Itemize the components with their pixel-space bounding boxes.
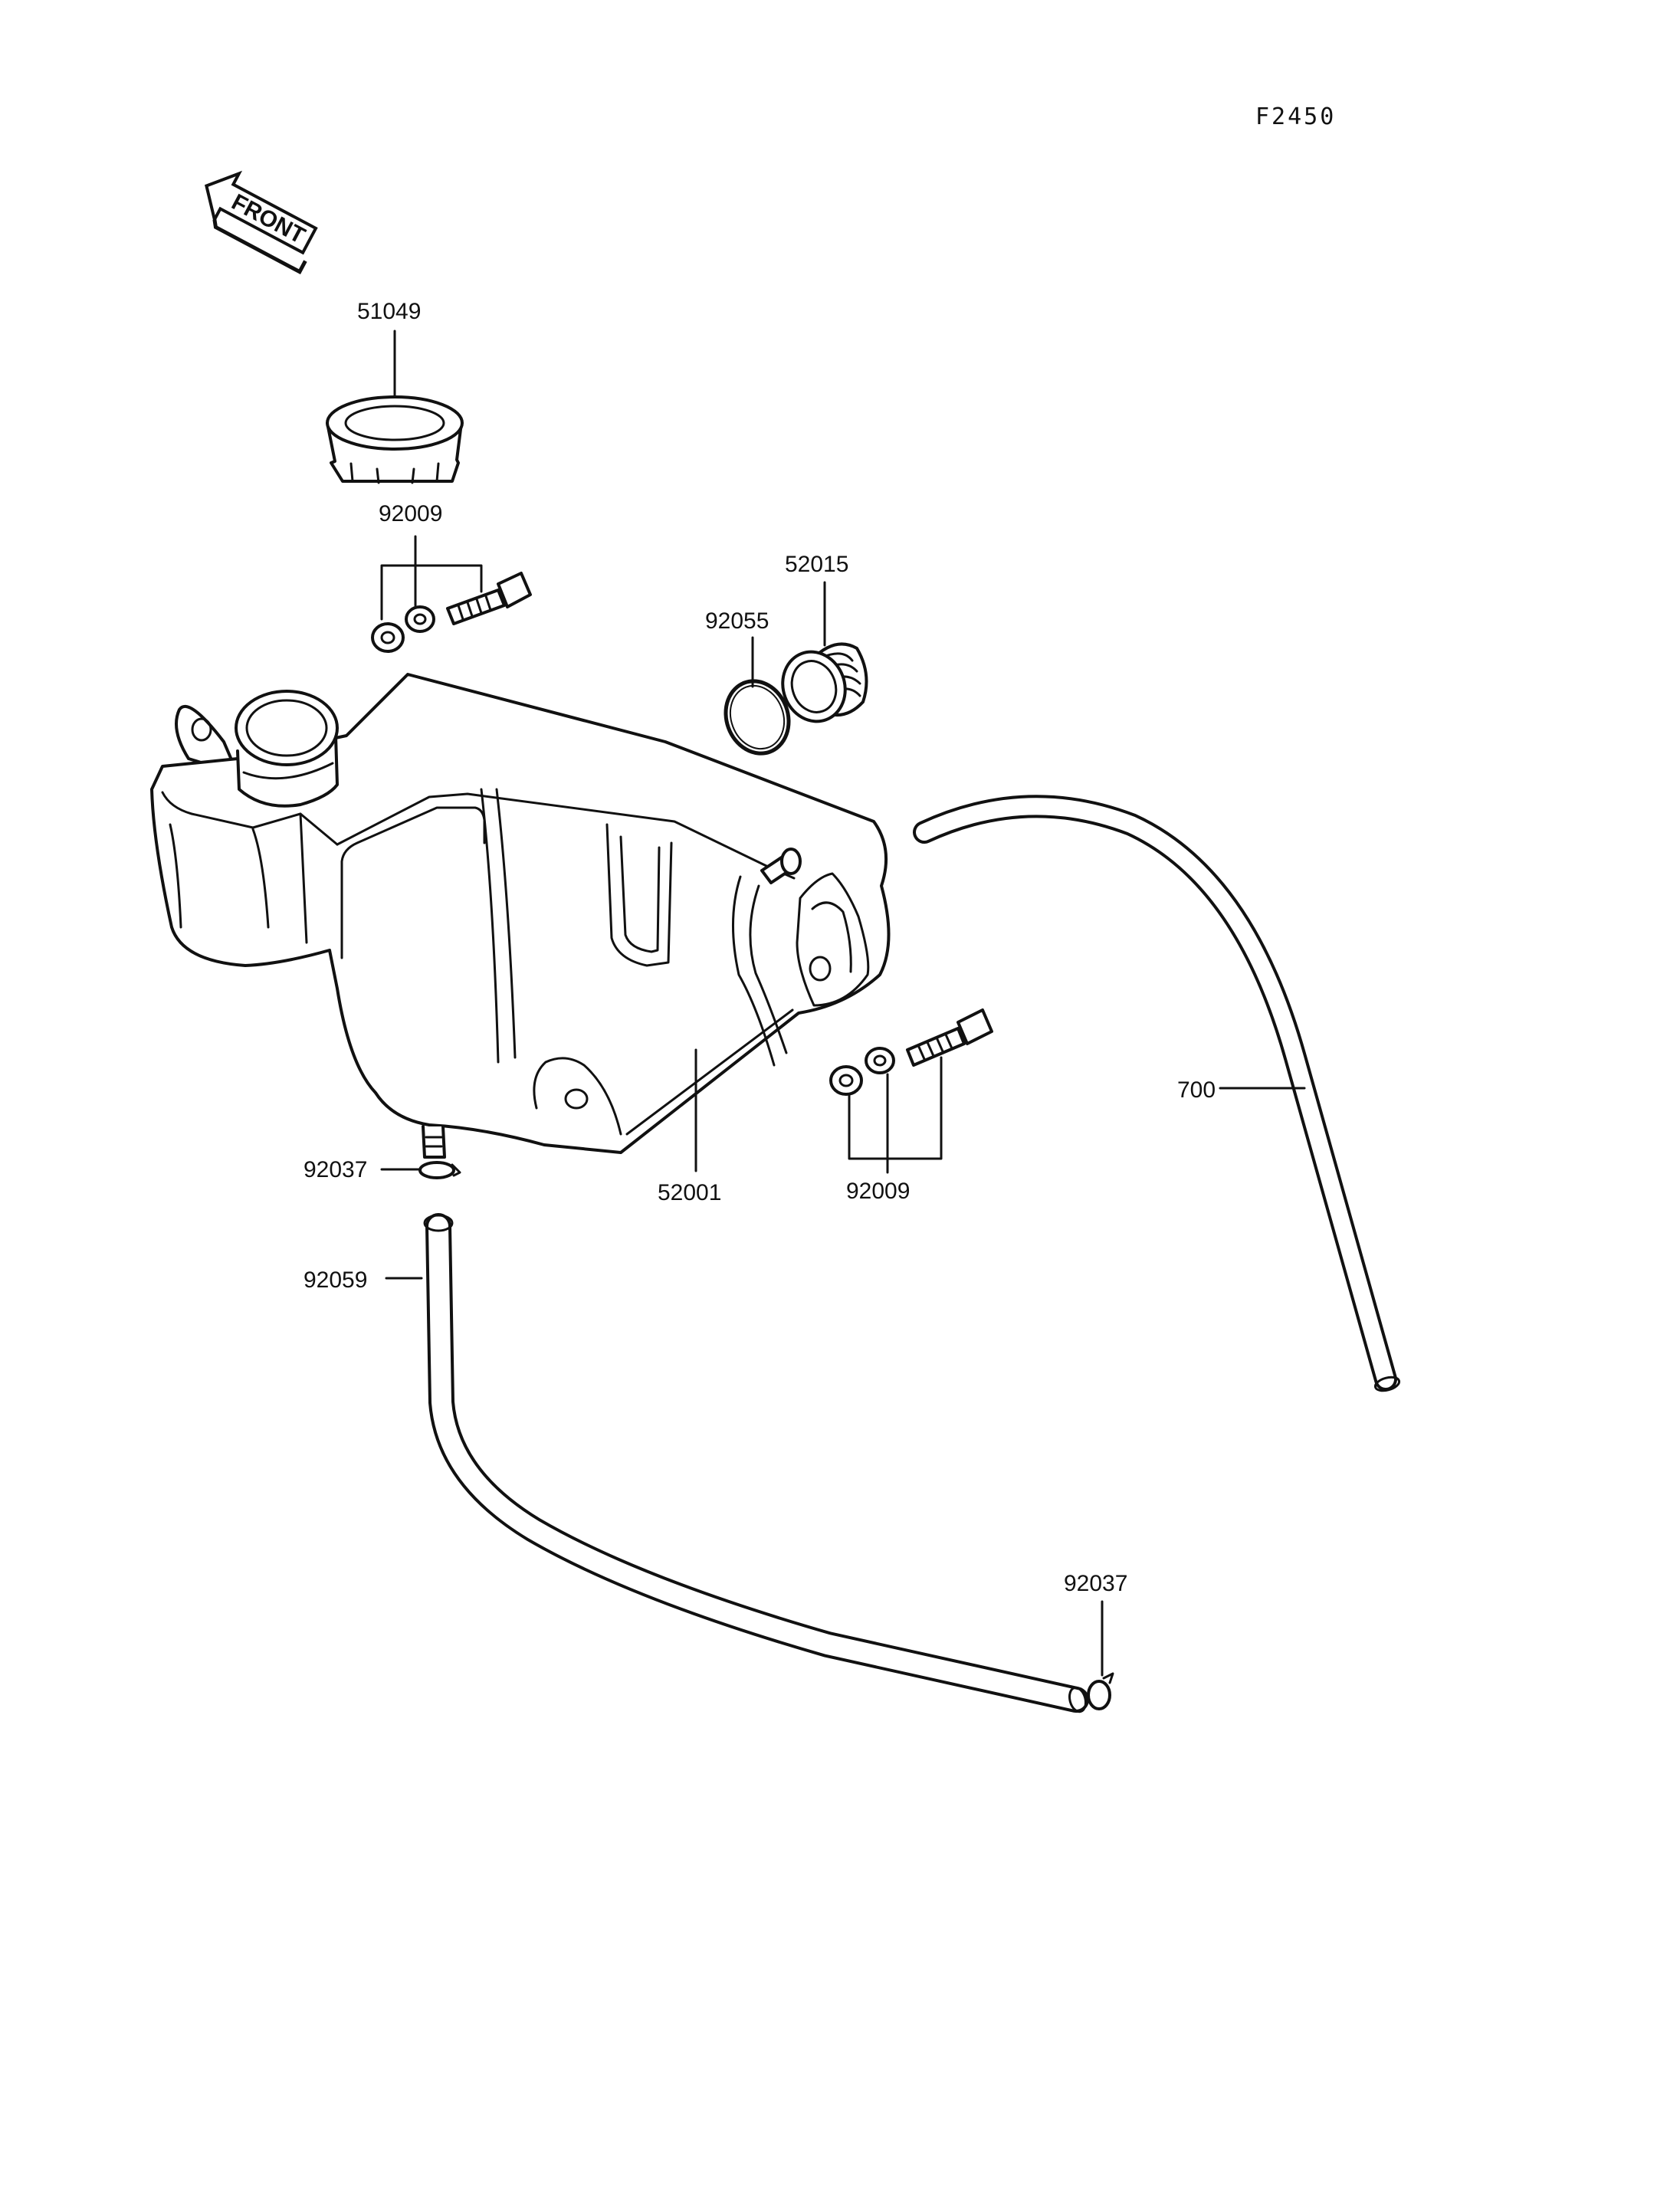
label-cap: 51049	[357, 299, 421, 324]
overflow-hose	[913, 795, 1401, 1392]
label-clamp-upper: 92037	[304, 1157, 367, 1182]
hose-clamp-lower	[1087, 1672, 1114, 1710]
bolt-top	[446, 572, 532, 625]
label-hose-drain: 92059	[304, 1267, 367, 1293]
label-bolt-set-right: 92009	[846, 1179, 910, 1204]
washer-right-1	[829, 1065, 863, 1096]
washer-top-2	[405, 605, 435, 633]
front-direction-arrow-icon: FRONT	[205, 170, 318, 275]
hose-clamp-upper	[418, 1161, 461, 1179]
label-bolt-set-top: 92009	[379, 501, 442, 526]
filler-plug	[781, 642, 868, 723]
washer-top-1	[371, 622, 405, 653]
label-o-ring: 92055	[705, 608, 769, 634]
label-plug: 52015	[785, 552, 848, 577]
washer-right-2	[865, 1047, 895, 1074]
label-tank: 52001	[658, 1180, 721, 1205]
drain-hose	[423, 1213, 1089, 1713]
o-ring	[724, 679, 791, 756]
reservoir-tank	[150, 673, 891, 1159]
label-clamp-lower: 92037	[1064, 1571, 1127, 1596]
figure-code: F2450	[1255, 103, 1336, 130]
bolt-right	[906, 1008, 993, 1067]
label-hose-overflow: 700	[1177, 1077, 1216, 1103]
reservoir-cap	[326, 395, 464, 484]
